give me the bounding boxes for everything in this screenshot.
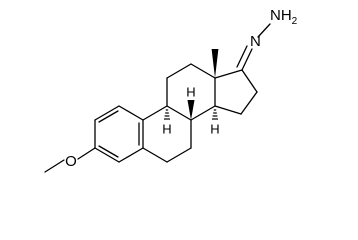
hydrazone-n-label: N [250,33,261,50]
nh2-label: NH2 [270,7,298,27]
ring-a-aromatic [94,105,144,163]
hydrazone-double-bond [236,45,253,71]
c14-h-label: H [210,121,219,136]
methoxy-group [44,147,96,173]
ring-b [142,105,192,163]
c9-hashed-bond [164,109,170,120]
molecule-structure: N NH2 O H H H [44,7,298,173]
c8-h-label: H [186,84,195,99]
c8-wedge [187,100,195,120]
structure-canvas: N NH2 O H H H [44,7,298,173]
ring-c [166,63,216,121]
methoxy-o-label: O [65,153,77,170]
n-n-bond [257,23,271,38]
c9-h-label: H [162,121,171,136]
ring-d [214,69,258,115]
methyl-wedge [211,49,219,78]
c14-hashed-bond [212,109,218,120]
